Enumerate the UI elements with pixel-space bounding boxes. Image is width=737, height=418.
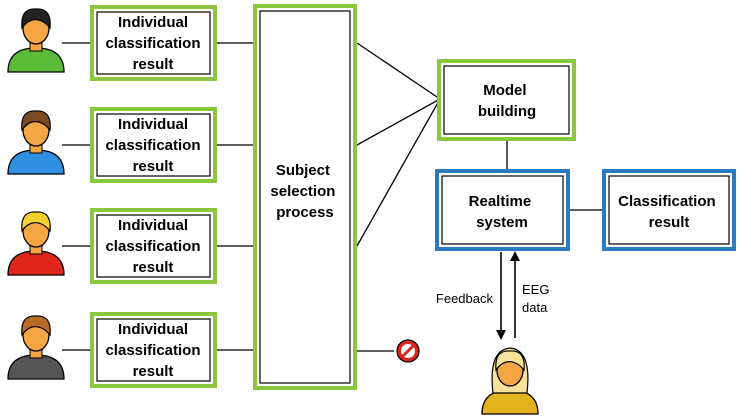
eeg-data-label-line-2: data bbox=[522, 300, 548, 315]
subject-selection-label: Subject selection process bbox=[270, 162, 339, 221]
individual-result-line: classification bbox=[105, 35, 200, 52]
individual-result-line: result bbox=[133, 56, 174, 73]
subject-selection-box: Subject selection process bbox=[253, 4, 357, 390]
person-icon bbox=[7, 110, 65, 175]
individual-result-line: result bbox=[133, 363, 174, 380]
connector-fan-1 bbox=[356, 42, 441, 100]
model-building-label: Model building bbox=[478, 82, 536, 120]
realtime-system-label: Realtime system bbox=[469, 193, 536, 231]
user-person bbox=[481, 347, 539, 415]
classification-result-label: Classification result bbox=[618, 193, 720, 231]
realtime-system-line-1: Realtime bbox=[469, 193, 532, 210]
individual-result-label: Individual classification result bbox=[105, 217, 200, 276]
individual-result-line: classification bbox=[105, 238, 200, 255]
person-icon bbox=[7, 8, 65, 73]
individual-result-box: Individual classification result bbox=[90, 5, 217, 81]
individual-result-line: Individual bbox=[118, 321, 188, 338]
stop-sign-icon bbox=[396, 339, 420, 363]
individual-result-label: Individual classification result bbox=[105, 116, 200, 175]
subject-selection-line-2: selection bbox=[270, 183, 335, 200]
connector-lines bbox=[62, 42, 603, 352]
model-building-box: Model building bbox=[437, 59, 576, 141]
feedback-label: Feedback bbox=[436, 291, 494, 306]
individual-result-line: Individual bbox=[118, 14, 188, 31]
individual-result-line: Individual bbox=[118, 217, 188, 234]
individual-result-label: Individual classification result bbox=[105, 14, 200, 73]
model-building-line-1: Model bbox=[483, 82, 526, 99]
individual-result-line: classification bbox=[105, 342, 200, 359]
subject-people bbox=[7, 8, 65, 380]
individual-result-label: Individual classification result bbox=[105, 321, 200, 380]
individual-result-box: Individual classification result bbox=[90, 208, 217, 284]
classification-result-box: Classification result bbox=[602, 169, 736, 251]
individual-result-line: classification bbox=[105, 137, 200, 154]
connector-fan-2 bbox=[356, 98, 441, 146]
eeg-data-label: EEG data bbox=[522, 282, 553, 315]
subject-selection-line-3: process bbox=[276, 204, 334, 221]
realtime-system-box: Realtime system bbox=[435, 169, 570, 251]
person-icon bbox=[481, 347, 539, 415]
individual-result-box: Individual classification result bbox=[90, 312, 217, 388]
model-building-line-2: building bbox=[478, 103, 536, 120]
connector-fan-3 bbox=[356, 98, 441, 247]
individual-result-line: result bbox=[133, 158, 174, 175]
individual-result-line: result bbox=[133, 259, 174, 276]
classification-result-line-1: Classification bbox=[618, 193, 716, 210]
individual-result-box: Individual classification result bbox=[90, 107, 217, 183]
subject-selection-line-1: Subject bbox=[276, 162, 330, 179]
person-icon bbox=[7, 315, 65, 380]
realtime-system-line-2: system bbox=[476, 214, 528, 231]
person-icon bbox=[7, 211, 65, 276]
eeg-data-label-line-1: EEG bbox=[522, 282, 549, 297]
individual-result-line: Individual bbox=[118, 116, 188, 133]
classification-result-line-2: result bbox=[649, 214, 690, 231]
